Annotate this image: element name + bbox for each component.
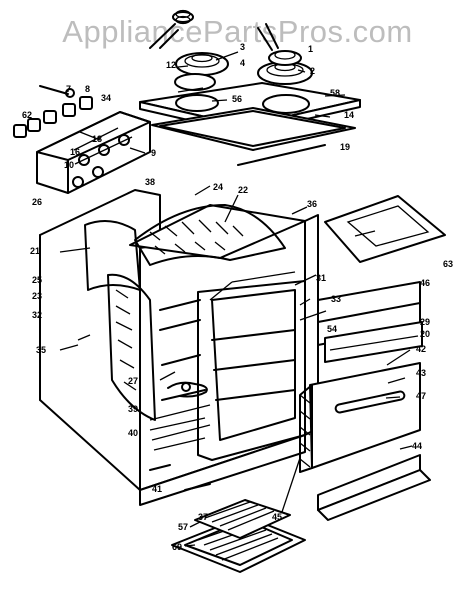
surface-element-coil-right[interactable]	[257, 23, 302, 66]
callout-43: 43	[416, 368, 426, 378]
callout-7: 7	[66, 84, 71, 94]
callout-4: 4	[240, 58, 245, 68]
callout-27: 27	[128, 376, 138, 386]
oven-door-outer[interactable]	[299, 362, 421, 473]
callout-33: 33	[331, 294, 341, 304]
callout-3: 3	[240, 42, 245, 52]
bake-element[interactable]	[167, 381, 208, 398]
callout-38: 38	[145, 177, 155, 187]
oven-side-rails	[149, 299, 211, 451]
broiler-pan-grill[interactable]	[194, 499, 291, 539]
callout-labels: 1 2 3 4 12 56 58 14 19 7 8 34 62 18 16 1…	[22, 42, 453, 552]
cooktop-support-frame[interactable]	[151, 107, 356, 166]
oven-bottom-base[interactable]	[139, 434, 306, 506]
callout-31: 31	[316, 273, 326, 283]
callout-16: 16	[70, 147, 80, 157]
callout-45: 45	[272, 512, 282, 522]
callout-19: 19	[340, 142, 350, 152]
callout-56: 56	[232, 94, 242, 104]
callout-29: 29	[420, 317, 430, 327]
callout-37: 37	[198, 512, 208, 522]
callout-41: 41	[152, 484, 162, 494]
control-panel-backguard[interactable]	[36, 111, 151, 194]
callout-62: 62	[22, 110, 32, 120]
callout-32: 32	[32, 310, 42, 320]
callout-35: 35	[36, 345, 46, 355]
oven-front-frame[interactable]	[197, 271, 306, 461]
callout-2: 2	[310, 66, 315, 76]
callout-9: 9	[151, 148, 156, 158]
callout-leaders	[59, 51, 413, 547]
callout-26: 26	[32, 197, 42, 207]
callout-21: 21	[30, 246, 40, 256]
callout-40: 40	[128, 428, 138, 438]
drip-bowl-left[interactable]	[174, 73, 216, 91]
callout-34: 34	[101, 93, 111, 103]
callout-58: 58	[330, 88, 340, 98]
oven-insulation-blanket	[84, 204, 286, 421]
callout-18: 18	[92, 134, 102, 144]
callout-57: 57	[178, 522, 188, 532]
oven-door-inner[interactable]	[324, 321, 423, 363]
surface-element-left[interactable]	[175, 52, 229, 76]
callout-8: 8	[85, 84, 90, 94]
callout-36: 36	[307, 199, 317, 209]
callout-22: 22	[238, 185, 248, 195]
callout-10: 10	[64, 160, 74, 170]
storage-drawer-panel[interactable]	[317, 454, 431, 521]
callout-46: 46	[420, 278, 430, 288]
callout-63: 63	[443, 259, 453, 269]
callout-39: 39	[128, 404, 138, 414]
control-knobs[interactable]	[13, 85, 93, 138]
callout-14: 14	[344, 110, 354, 120]
callout-69: 69	[172, 542, 182, 552]
callout-47: 47	[416, 391, 426, 401]
callout-25: 25	[32, 275, 42, 285]
callout-24: 24	[213, 182, 223, 192]
top-side-panel[interactable]	[324, 195, 446, 263]
surface-element-coil-small[interactable]	[149, 9, 194, 49]
callout-54: 54	[327, 324, 337, 334]
callout-20: 20	[420, 329, 430, 339]
callout-1: 1	[308, 44, 313, 54]
callout-23: 23	[32, 291, 42, 301]
callout-42: 42	[416, 344, 426, 354]
callout-12: 12	[166, 60, 176, 70]
callout-44: 44	[412, 441, 422, 451]
